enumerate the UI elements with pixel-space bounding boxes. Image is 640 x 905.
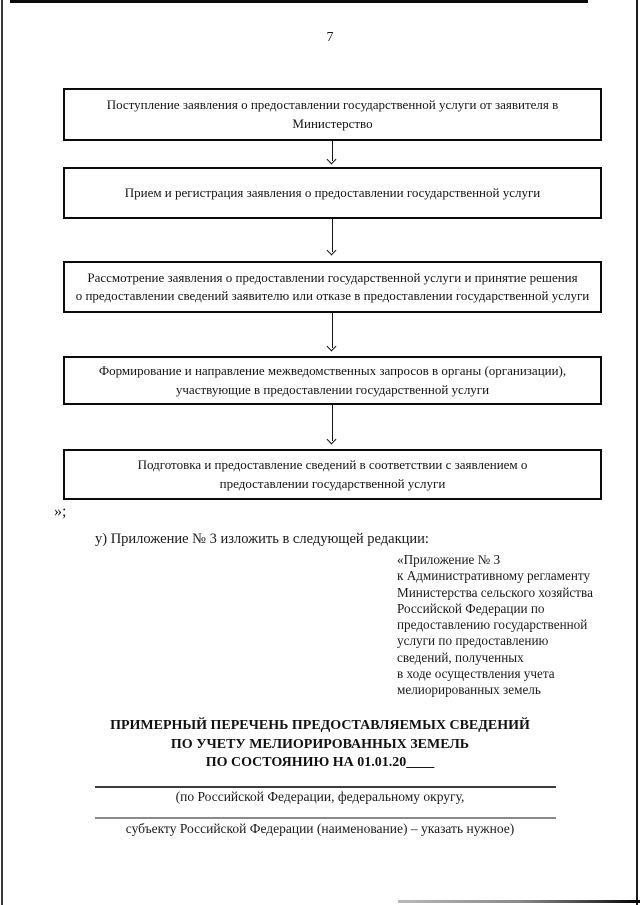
arrow-down-icon — [331, 405, 334, 441]
flow-box-line: Подготовка и предоставление сведений в с… — [137, 457, 528, 472]
amendment-item-text: у) Приложение № 3 изложить в следующей р… — [95, 531, 429, 547]
fill-in-caption: субъекту Российской Федерации (наименова… — [125, 821, 515, 836]
page-right-border — [636, 0, 638, 905]
flow-box-line: участвующие в предоставлении государстве… — [175, 381, 490, 397]
closing-quote-mark: »; — [54, 503, 67, 520]
flow-box-line: Министерство — [292, 115, 373, 131]
appendix-line: «Приложение № 3 — [397, 552, 501, 567]
flow-box-line: Прием и регистрация заявления о предоста… — [124, 184, 541, 200]
flow-box-interagency-requests: Формирование и направление межведомствен… — [63, 356, 602, 405]
appendix-line: Министерства сельского хозяйства — [397, 584, 593, 600]
appendix-line: мелиорированных земель — [397, 682, 541, 698]
fill-in-rule-line — [95, 817, 556, 819]
document-title-line: ПРИМЕРНЫЙ ПЕРЕЧЕНЬ ПРЕДОСТАВЛЯЕМЫХ СВЕДЕ… — [110, 718, 530, 733]
flow-box-preparation-provision: Подготовка и предоставление сведений в с… — [63, 449, 602, 500]
appendix-line: в ходе осуществления учета — [397, 666, 555, 682]
arrow-down-icon — [331, 313, 334, 348]
flow-box-application-received: Поступление заявления о предоставлении г… — [63, 88, 602, 141]
page-top-border — [10, 0, 588, 3]
document-title-line: ПО СОСТОЯНИЮ НА 01.01.20____ — [205, 755, 435, 770]
page-number: 7 — [326, 30, 334, 45]
flow-box-line: о предоставлении сведений заявителю или … — [75, 288, 590, 303]
flow-box-registration: Прием и регистрация заявления о предоста… — [63, 167, 602, 219]
document-title: ПРИМЕРНЫЙ ПЕРЕЧЕНЬ ПРЕДОСТАВЛЯЕМЫХ СВЕДЕ… — [0, 717, 640, 773]
appendix-line: Российской Федерации по — [397, 600, 545, 616]
page-left-border — [1, 0, 3, 905]
appendix-line: услуги по предоставлению — [397, 633, 549, 649]
flow-box-line: Поступление заявления о предоставлении г… — [106, 97, 559, 112]
document-title-line: ПО УЧЕТУ МЕЛИОРИРОВАННЫХ ЗЕМЕЛЬ — [170, 736, 470, 752]
appendix-reference-block: «Приложение № 3 к Административному регл… — [397, 552, 632, 699]
flow-box-line: Рассмотрение заявления о предоставлении … — [87, 269, 578, 285]
flow-box-line: предоставлении государственной услуги — [219, 475, 446, 491]
arrow-down-icon — [331, 219, 334, 252]
appendix-line: сведений, полученных — [397, 649, 524, 665]
fill-in-rule-line — [95, 786, 556, 788]
flow-box-line: Формирование и направление межведомствен… — [98, 363, 567, 378]
flow-box-review-decision: Рассмотрение заявления о предоставлении … — [63, 261, 602, 313]
appendix-line: к Административному регламенту — [397, 568, 591, 584]
page-bottom-border — [398, 900, 640, 903]
appendix-line: предоставлению государственной — [397, 617, 588, 633]
fill-in-caption: (по Российской Федерации, федеральному о… — [175, 789, 465, 804]
arrow-down-icon — [331, 141, 334, 161]
